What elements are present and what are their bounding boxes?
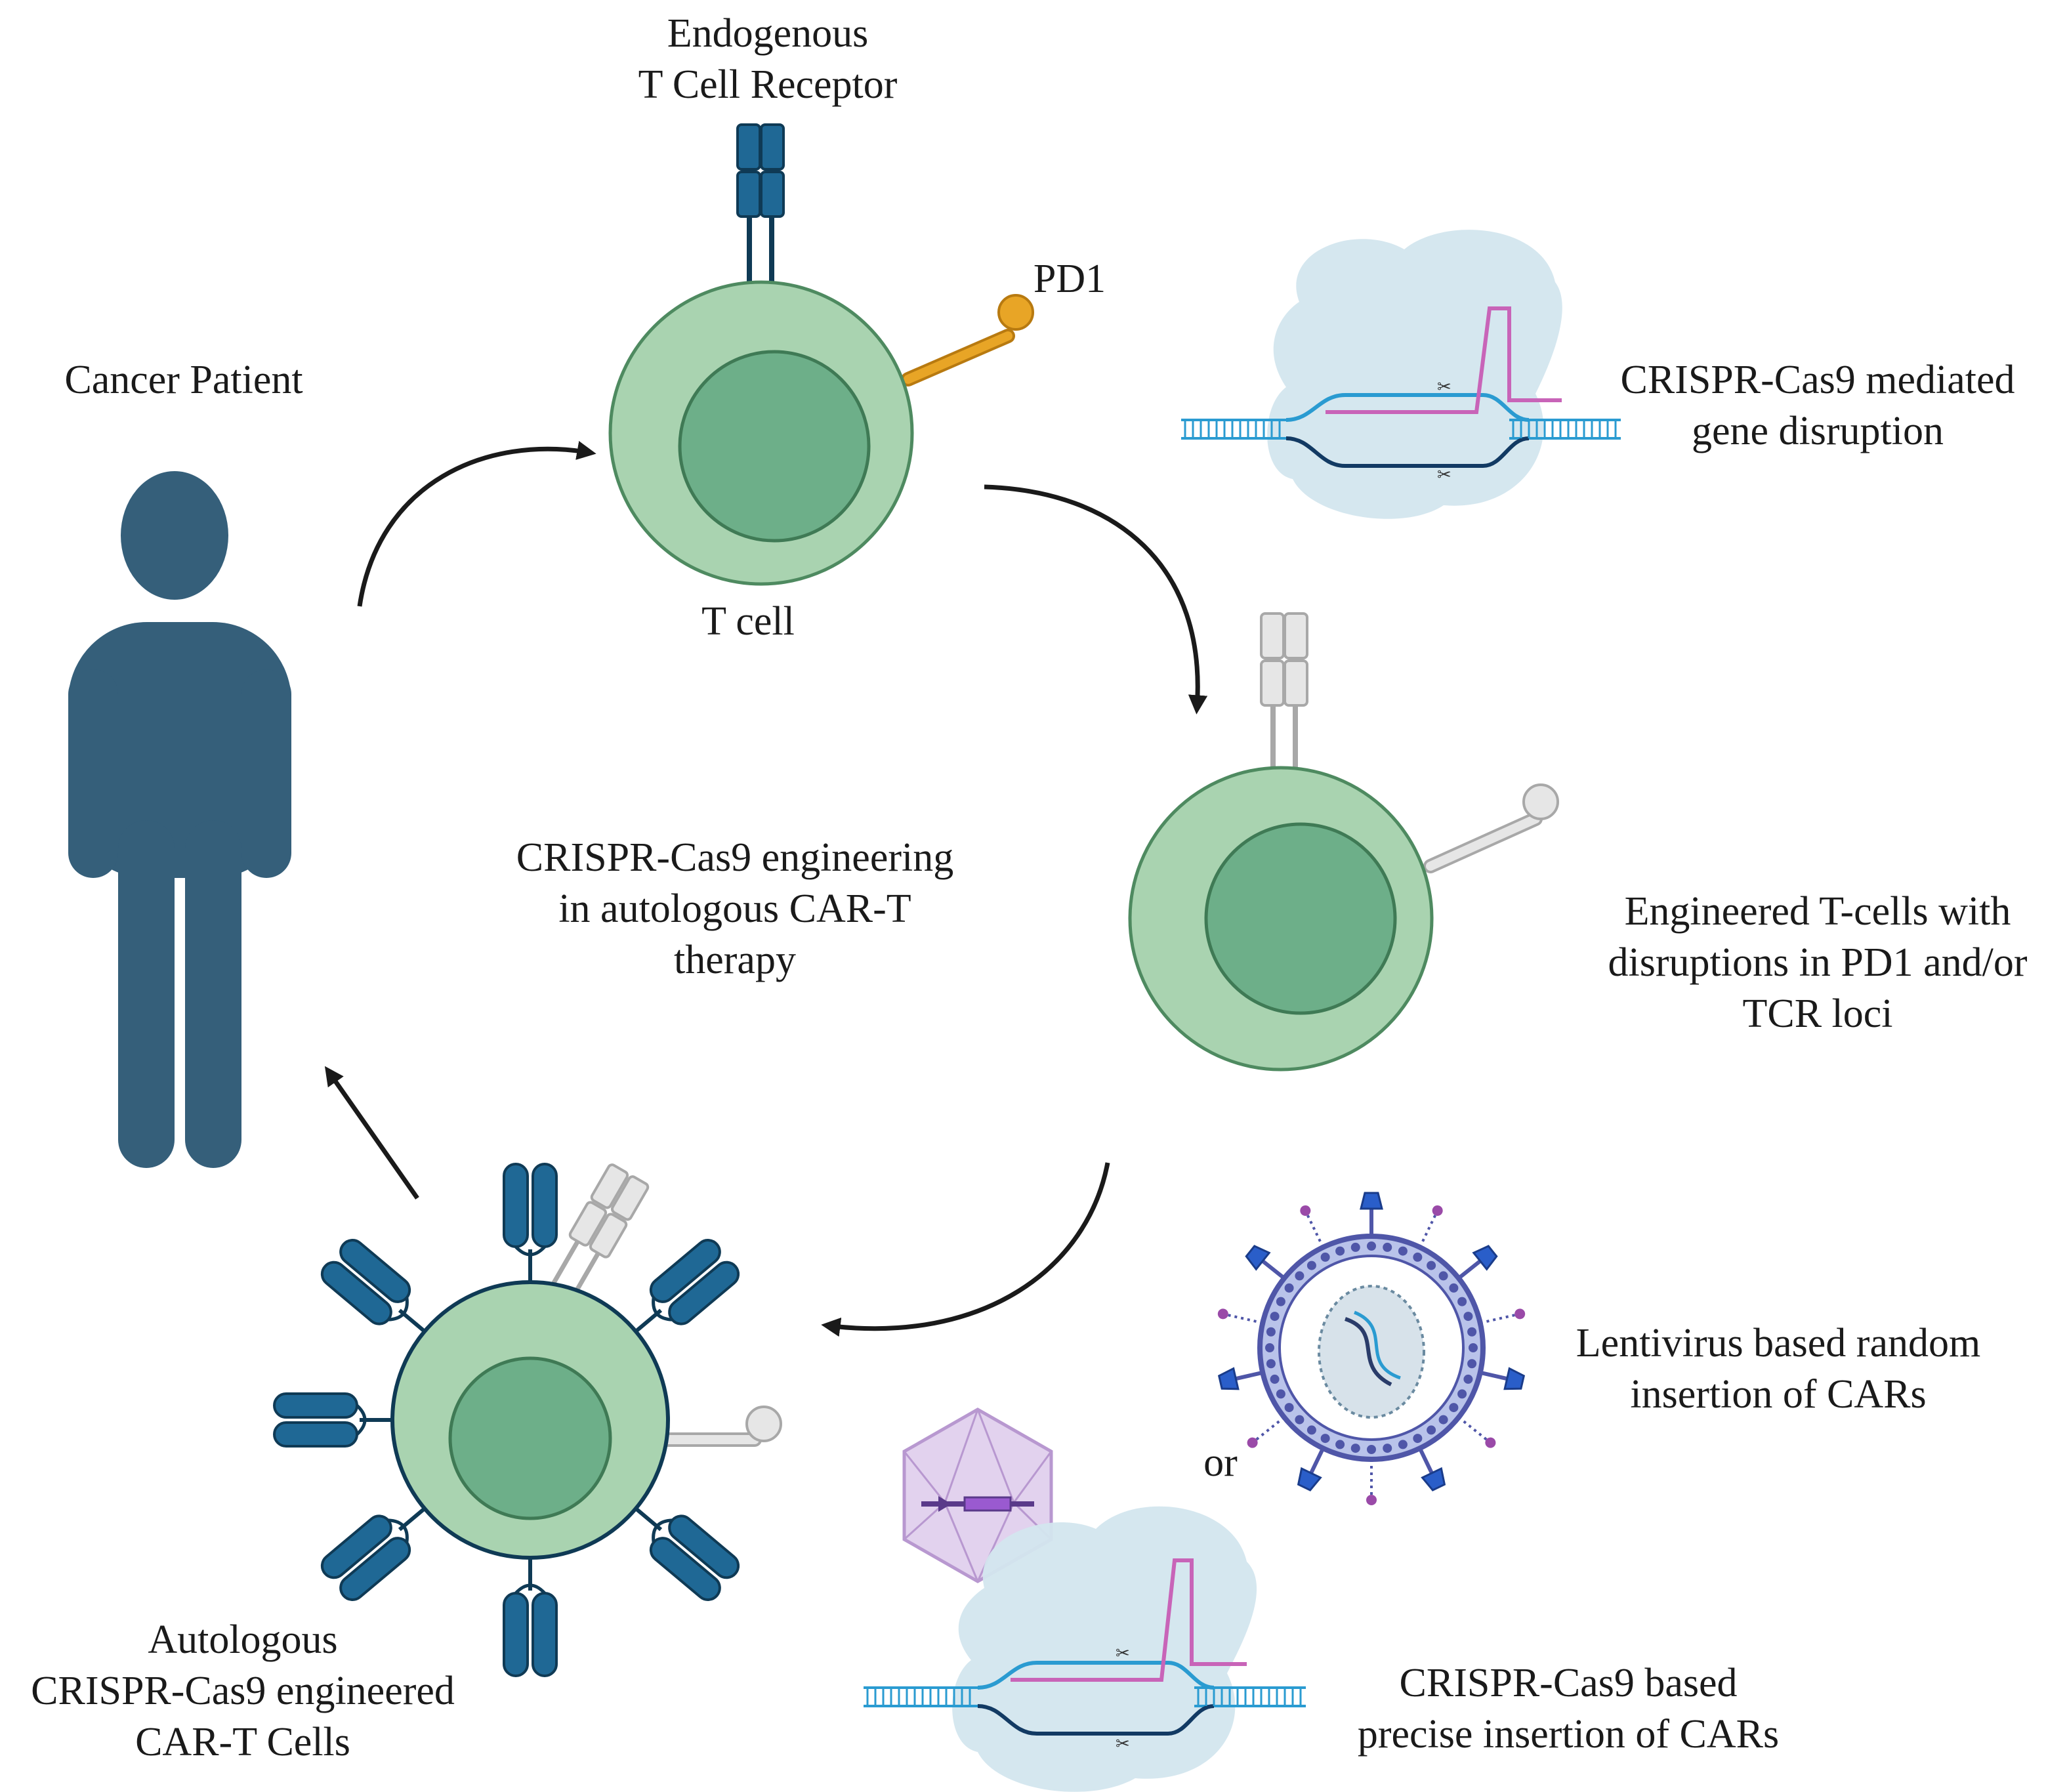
membrane-dot bbox=[1463, 1374, 1473, 1384]
membrane-dot bbox=[1457, 1389, 1467, 1399]
membrane-dot bbox=[1306, 1261, 1316, 1270]
scissors-icon: ✂ bbox=[1437, 377, 1451, 396]
membrane-dot bbox=[1398, 1440, 1408, 1449]
pd1-label: PD1 bbox=[1033, 257, 1106, 301]
membrane-dot bbox=[1467, 1327, 1477, 1337]
membrane-dot bbox=[1295, 1271, 1305, 1281]
pd1-receptor-icon bbox=[901, 294, 1034, 386]
membrane-dot bbox=[1427, 1425, 1436, 1435]
virus-spike bbox=[1297, 1447, 1325, 1491]
virus-spike bbox=[1480, 1367, 1526, 1390]
membrane-dot bbox=[1383, 1242, 1392, 1252]
membrane-dot bbox=[1266, 1327, 1276, 1337]
lentivirus-label: Lentivirus based random insertion of CAR… bbox=[1576, 1321, 1981, 1417]
t-cell bbox=[608, 123, 1034, 586]
scissors-icon: ✂ bbox=[1437, 465, 1451, 484]
membrane-dot bbox=[1449, 1283, 1459, 1293]
car-t-cells-label: Autologous CRISPR-Cas9 engineered CAR-T … bbox=[31, 1617, 455, 1764]
car-receptor-icon bbox=[320, 1239, 427, 1333]
membrane-dot bbox=[1438, 1415, 1448, 1425]
endogenous-tcr-label: Endogenous T Cell Receptor bbox=[638, 11, 898, 107]
membrane-dot bbox=[1367, 1445, 1376, 1454]
arrow-engineered-to-cart bbox=[821, 1162, 1110, 1337]
engineered-cells-label: Engineered T-cells with disruptions in P… bbox=[1608, 889, 2028, 1036]
cycle-arrows bbox=[324, 440, 1208, 1337]
membrane-dot bbox=[1284, 1283, 1294, 1293]
lentivirus-icon bbox=[1217, 1192, 1526, 1505]
membrane-dot bbox=[1457, 1297, 1467, 1306]
car-receptor-icon bbox=[634, 1239, 740, 1333]
arrow-patient-to-tcell bbox=[357, 440, 596, 607]
scissors-icon: ✂ bbox=[1116, 1734, 1130, 1753]
membrane-dot bbox=[1306, 1425, 1316, 1435]
virus-spike bbox=[1457, 1245, 1498, 1280]
membrane-dot bbox=[1265, 1343, 1274, 1352]
virus-spike bbox=[1245, 1245, 1285, 1280]
tcr-receptor-icon bbox=[736, 123, 785, 303]
disrupted-tcr-icon bbox=[1260, 612, 1308, 794]
virus-spike bbox=[1300, 1205, 1325, 1248]
membrane-dot bbox=[1320, 1252, 1330, 1262]
membrane-dot bbox=[1320, 1434, 1330, 1444]
membrane-dot bbox=[1438, 1271, 1448, 1281]
car-receptor-icon bbox=[503, 1558, 558, 1677]
arrow-tcell-to-engineered bbox=[984, 484, 1208, 715]
virus-spike bbox=[1217, 1308, 1263, 1325]
membrane-dot bbox=[1469, 1343, 1478, 1352]
car-receptor-icon bbox=[273, 1392, 392, 1448]
virus-spike bbox=[1418, 1447, 1446, 1491]
cancer-patient-label: Cancer Patient bbox=[64, 358, 303, 402]
crispr-cas9-disruption-icon: ✂ ✂ bbox=[1181, 230, 1621, 519]
membrane-dot bbox=[1270, 1312, 1280, 1322]
car-receptor-icon bbox=[503, 1163, 558, 1282]
membrane-dot bbox=[1463, 1312, 1473, 1322]
virus-spike bbox=[1418, 1205, 1443, 1248]
scissors-icon: ✂ bbox=[1116, 1644, 1130, 1663]
membrane-dot bbox=[1467, 1359, 1477, 1369]
membrane-dot bbox=[1295, 1415, 1305, 1425]
membrane-dot bbox=[1266, 1359, 1276, 1369]
membrane-dot bbox=[1350, 1444, 1360, 1453]
t-cell-label: T cell bbox=[701, 599, 795, 644]
membrane-dot bbox=[1284, 1403, 1294, 1413]
virus-spike bbox=[1217, 1367, 1263, 1390]
membrane-dot bbox=[1335, 1246, 1345, 1256]
membrane-dot bbox=[1413, 1252, 1423, 1262]
virus-spike bbox=[1457, 1416, 1496, 1448]
membrane-dot bbox=[1367, 1241, 1376, 1251]
virus-spike bbox=[1360, 1192, 1383, 1236]
membrane-dot bbox=[1276, 1297, 1285, 1306]
center-title: CRISPR-Cas9 engineering in autologous CA… bbox=[516, 835, 954, 982]
membrane-dot bbox=[1276, 1389, 1285, 1399]
membrane-dot bbox=[1270, 1374, 1280, 1384]
membrane-dot bbox=[1383, 1444, 1392, 1453]
or-label: or bbox=[1203, 1440, 1238, 1485]
car-t-cell bbox=[273, 1163, 782, 1677]
patient-person-icon bbox=[68, 471, 291, 1168]
crispr-cas9-insertion-icon: ✂ ✂ bbox=[864, 1506, 1306, 1792]
engineered-t-cell bbox=[1128, 612, 1559, 1072]
virus-spike bbox=[1247, 1416, 1285, 1448]
crispr-disruption-label: CRISPR-Cas9 mediated gene disruption bbox=[1620, 358, 2015, 453]
virus-spike bbox=[1366, 1459, 1377, 1505]
disrupted-pd1-icon bbox=[1423, 783, 1559, 873]
membrane-dot bbox=[1350, 1242, 1360, 1252]
membrane-dot bbox=[1449, 1403, 1459, 1413]
membrane-dot bbox=[1413, 1434, 1423, 1444]
virus-spike bbox=[1480, 1308, 1526, 1325]
car-receptor-icon bbox=[320, 1507, 427, 1601]
membrane-dot bbox=[1398, 1246, 1408, 1256]
precise-insertion-label: CRISPR-Cas9 based precise insertion of C… bbox=[1357, 1661, 1780, 1757]
membrane-dot bbox=[1335, 1440, 1345, 1449]
membrane-dot bbox=[1427, 1261, 1436, 1270]
car-receptor-icon bbox=[634, 1507, 740, 1601]
arrow-cart-to-patient bbox=[324, 1066, 419, 1200]
